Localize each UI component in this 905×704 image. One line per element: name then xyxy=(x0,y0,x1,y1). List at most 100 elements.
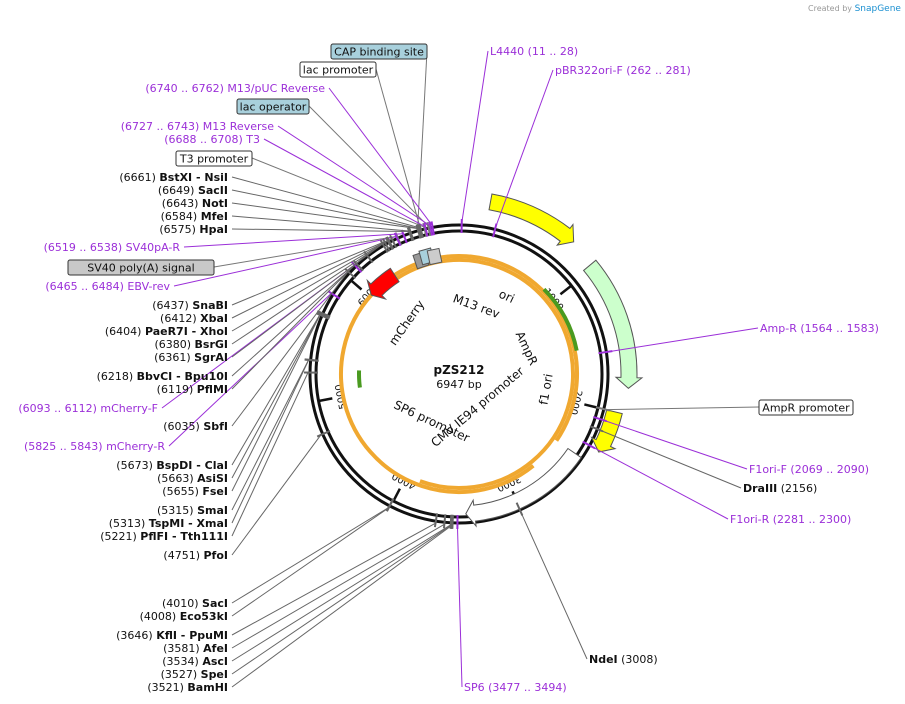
site-tick xyxy=(379,239,389,253)
enzyme-leader xyxy=(231,434,322,556)
primer-label-m13-reverse: (6727 .. 6743) M13 Reverse xyxy=(121,120,274,133)
enzyme-label-asisi: (5663) AsiSI xyxy=(157,472,228,485)
site-tick xyxy=(442,514,447,529)
enzyme-label-pfoi: (4751) PfoI xyxy=(163,549,228,562)
site-tick xyxy=(492,223,498,238)
enzyme-label-noti: (6643) NotI xyxy=(162,197,228,210)
site-tick xyxy=(344,268,357,280)
enzyme-label-sbfi: (6035) SbfI xyxy=(163,420,228,433)
enzyme-leader xyxy=(231,523,445,649)
enzyme-leader xyxy=(231,359,310,524)
primer-label-t3: (6688 .. 6708) T3 xyxy=(164,133,260,146)
backbone-inner-ring xyxy=(314,229,604,519)
enzyme-leader xyxy=(231,238,392,306)
enzyme-leader xyxy=(231,254,367,377)
site-tick xyxy=(406,227,414,242)
site-tick xyxy=(315,312,330,320)
site-tick xyxy=(304,358,319,362)
enzyme-leader xyxy=(231,313,321,479)
primer-label-m13-puc-reverse: (6740 .. 6762) M13/pUC Reverse xyxy=(145,82,325,95)
primer-label-l4440: L4440 (11 .. 28) xyxy=(490,45,578,58)
primer-label-sp6: SP6 (3477 .. 3494) xyxy=(464,681,567,694)
bp-tick-mark xyxy=(350,279,363,291)
enzyme-label-afei: (3581) AfeI xyxy=(163,642,228,655)
feature-arrow-cmv-ie94-promoter xyxy=(465,447,582,528)
primer-label-mcherry-f: (6093 .. 6112) mCherry-F xyxy=(18,402,158,415)
enzyme-leader xyxy=(231,314,321,492)
site-tick xyxy=(316,311,331,319)
enzyme-label-bstxi: (6661) BstXI - NsiI xyxy=(119,171,228,184)
primer-label-ebv-rev: (6465 .. 6484) EBV-rev xyxy=(45,280,170,293)
enzyme-leader xyxy=(231,524,453,688)
primer-label-f1ori-r: F1ori-R (2281 .. 2300) xyxy=(730,513,851,526)
site-tick xyxy=(386,236,395,250)
feature-box-label: lac operator xyxy=(240,101,307,114)
enzyme-leader xyxy=(231,271,349,427)
bp-tick-mark xyxy=(318,397,333,403)
site-tick xyxy=(515,502,524,516)
site-tick xyxy=(385,236,394,251)
site-tick xyxy=(428,221,434,236)
enzyme-label-kfli: (3646) KflI - PpuMI xyxy=(116,629,228,642)
primer-label-f1ori-f: F1ori-F (2069 .. 2090) xyxy=(749,463,869,476)
site-tick xyxy=(352,259,364,272)
primer-label-pbr322ori-f: pBR322ori-F (262 .. 281) xyxy=(555,64,691,77)
feature-box-leader xyxy=(417,50,428,229)
enzyme-leader xyxy=(231,240,389,332)
site-tick xyxy=(400,229,408,244)
plasmid-size: 6947 bp xyxy=(436,378,481,391)
bp-tick-mark xyxy=(584,403,599,409)
enzyme-label-paer7i: (6404) PaeR7I - XhoI xyxy=(105,325,228,338)
enzyme-leader xyxy=(231,263,357,390)
snapgene-brand: SnapGene xyxy=(855,4,902,14)
enzyme-label-bbvci: (6218) BbvCI - Bpu10I xyxy=(97,370,228,383)
backbone-outer-ring xyxy=(308,223,610,525)
enzyme-label-tspmi: (5313) TspMI - XmaI xyxy=(109,517,228,530)
enzyme-leader xyxy=(231,176,421,229)
enzyme-label-bamhi: (3521) BamHI xyxy=(147,681,228,694)
enzyme-leader xyxy=(231,507,390,617)
enzyme-leader xyxy=(231,507,389,604)
enzyme-label-fsei: (5655) FseI xyxy=(162,485,228,498)
orf-arc-amp-outer xyxy=(542,287,579,352)
enzyme-label-draiii: DraIII (2156) xyxy=(743,482,817,495)
enzyme-label-sgrai: (6361) SgrAI xyxy=(154,351,228,364)
feature-box-sv40-poly-a-signal xyxy=(67,259,215,276)
feature-arrow-mcherry xyxy=(366,267,400,300)
primer-label-mcherry-r: (5825 .. 5843) mCherry-R xyxy=(24,440,165,453)
plasmid-name: pZS212 xyxy=(434,363,485,377)
feature-box-lac-operator xyxy=(236,98,310,115)
enzyme-label-snabi: (6437) SnaBI xyxy=(152,299,228,312)
enzyme-label-bspdi: (5673) BspDI - ClaI xyxy=(116,459,228,472)
feature-box-lac-promoter xyxy=(299,61,377,78)
feature-box-cap-binding-site xyxy=(330,43,428,60)
enzyme-label-pflfi: (5221) PflFI - Tth111I xyxy=(100,530,228,543)
site-tick xyxy=(598,350,613,355)
feature-label-f1-ori: f1 ori xyxy=(536,373,555,406)
site-tick xyxy=(393,232,402,247)
primer-leader xyxy=(461,50,489,224)
site-tick xyxy=(582,440,596,450)
primer-label-amp-r: Amp-R (1564 .. 1583) xyxy=(760,322,879,335)
primer-leader xyxy=(591,446,729,520)
primer-leader xyxy=(263,138,426,228)
enzyme-leader xyxy=(231,524,452,662)
site-tick xyxy=(389,234,398,249)
bp-tick-mark xyxy=(559,284,573,296)
site-tick xyxy=(382,238,391,252)
enzyme-label-saci: (4010) SacI xyxy=(162,597,228,610)
site-tick xyxy=(386,498,395,512)
enzyme-leader xyxy=(599,429,742,489)
site-tick xyxy=(451,514,454,529)
enzyme-label-spei: (3527) SpeI xyxy=(161,668,228,681)
feature-box-leader xyxy=(605,406,760,411)
enzyme-label-mfei: (6584) MfeI xyxy=(161,210,228,223)
site-tick xyxy=(589,425,604,433)
feature-box-t3-promoter xyxy=(175,150,253,167)
site-tick xyxy=(408,226,415,241)
site-tick xyxy=(433,513,439,528)
orf-arc-inner-left xyxy=(357,370,362,388)
feature-label-mcherry: mCherry xyxy=(386,297,427,347)
feature-box-label: lac promoter xyxy=(303,64,374,77)
